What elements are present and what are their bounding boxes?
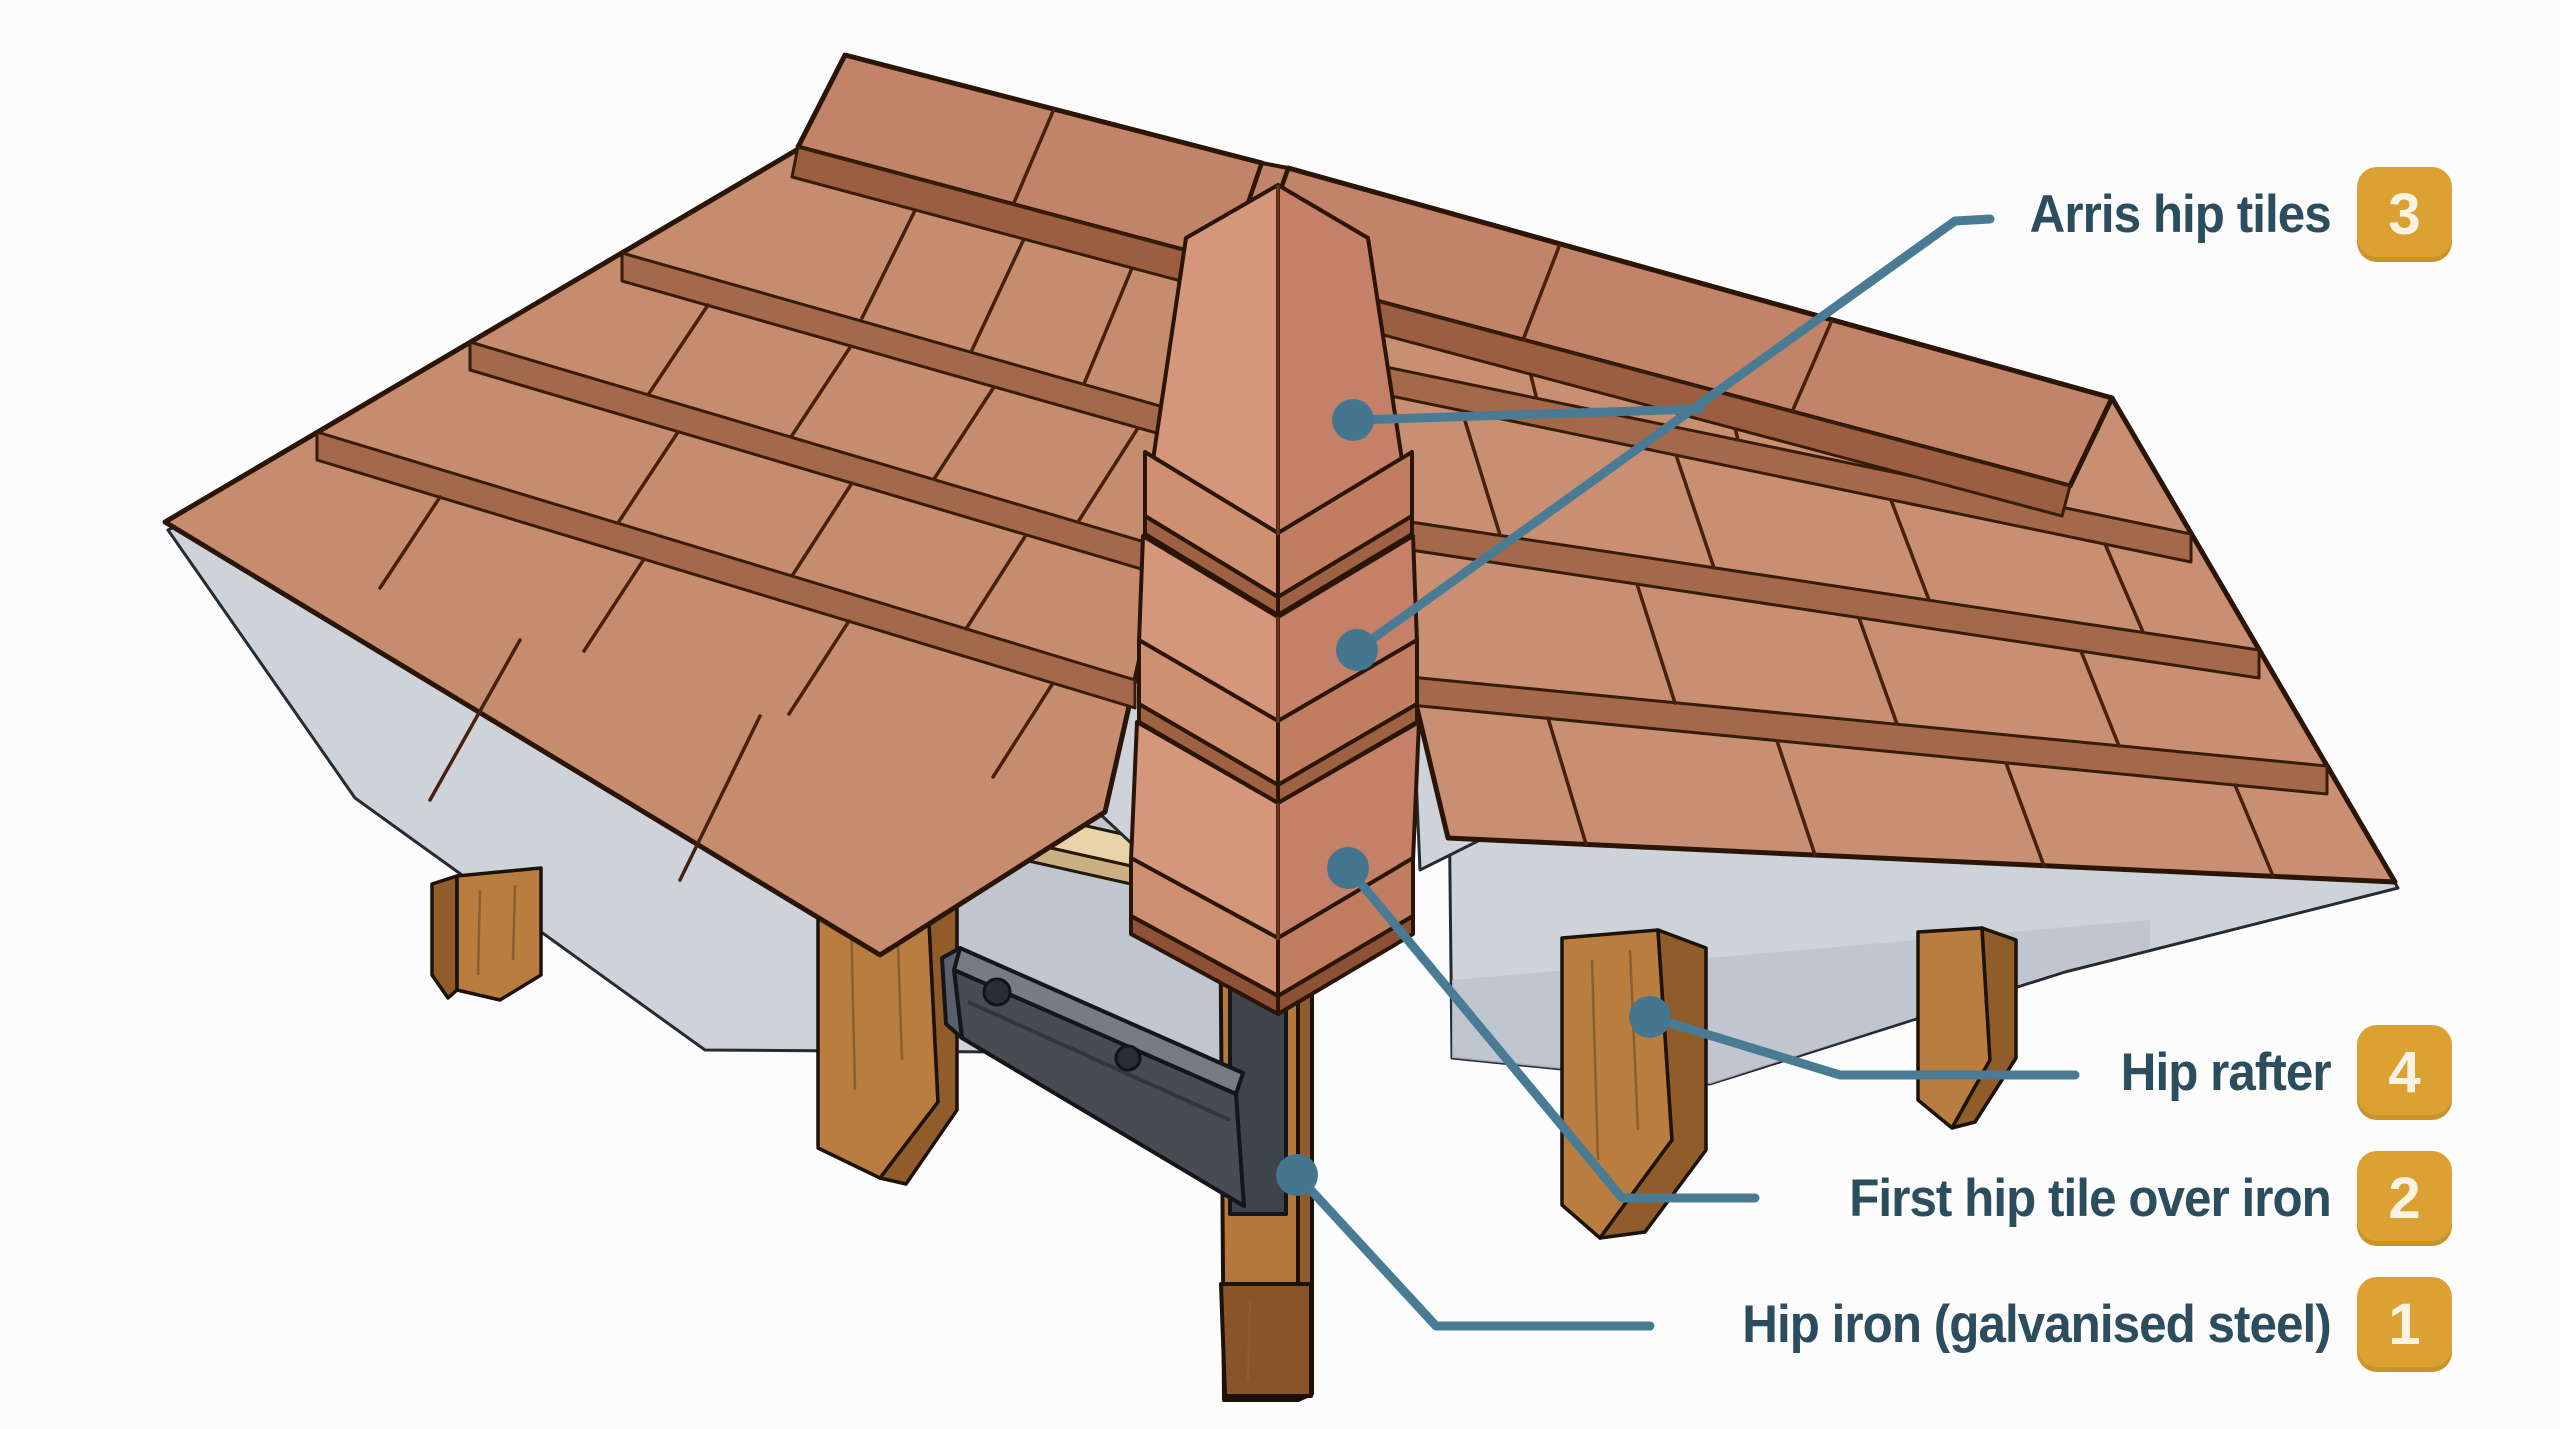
left-course-edges — [315, 251, 1197, 710]
hip-iron-crease — [967, 1000, 1231, 1122]
leader-hip-iron — [1292, 1170, 1655, 1331]
arris-hip-tiles — [1129, 183, 1421, 1016]
callout-label: Hip iron (galvanised steel) — [1742, 1294, 2332, 1354]
hip-tile-1-roll-lip-right — [1276, 514, 1414, 617]
left-course-edge-3 — [315, 430, 1137, 710]
leader-dot-hip-iron — [1276, 1154, 1318, 1196]
leader-arris-branch — [1348, 404, 1705, 425]
right-small-rafter — [1916, 926, 2018, 1130]
leader-dot-first-tile — [1327, 847, 1369, 889]
callout-label: Hip rafter — [2121, 1042, 2332, 1102]
leader-dots — [1276, 399, 1671, 1196]
callout-label: First hip tile over iron — [1849, 1168, 2332, 1228]
left-small-rafter — [430, 866, 543, 1002]
left-ridge-division — [1011, 108, 1056, 206]
hip-iron-bolt-2 — [1114, 1044, 1142, 1072]
roof-plane-left — [162, 52, 1265, 958]
leader-arris-main — [1352, 214, 1995, 655]
right-hip-side-rafter-side — [1598, 928, 1708, 1240]
right-hip-side-rafter — [1560, 928, 1708, 1240]
left-small-rafter-side — [430, 874, 459, 1000]
callout-label: Arris hip tiles — [2029, 184, 2332, 244]
number-badge: 3 — [2357, 166, 2452, 262]
number-badge: 4 — [2357, 1024, 2452, 1120]
leader-hip-rafter — [1645, 1012, 2080, 1080]
hip-tile-3-underside-right — [1276, 914, 1415, 1016]
callout-hip-rafter: Hip rafter 4 — [2105, 1024, 2452, 1120]
roof-plane-right — [1225, 160, 2398, 885]
leader-first-tile — [1343, 863, 1760, 1203]
hip-iron-bolt-1 — [982, 977, 1012, 1007]
leader-dot-arris-upper — [1332, 399, 1374, 441]
number-badge: 1 — [2357, 1276, 2452, 1372]
leader-dot-arris-lower — [1336, 629, 1378, 671]
callout-hip-iron: Hip iron (galvanised steel) 1 — [1698, 1276, 2452, 1372]
hip-rafter-foot — [1219, 1282, 1313, 1398]
right-ridge-divisions — [1521, 243, 1834, 413]
right-hip-side-rafter-grain — [1590, 949, 1640, 1161]
callout-first-hip-tile: First hip tile over iron 2 — [1813, 1150, 2452, 1246]
leader-lines — [1292, 214, 2080, 1331]
right-course-edges — [1331, 354, 2329, 796]
leader-dot-hip-rafter — [1629, 996, 1671, 1038]
hip-iron — [940, 942, 1288, 1216]
number-badge: 2 — [2357, 1150, 2452, 1246]
hip-iron-end-cap — [940, 946, 964, 1040]
left-small-rafter-face — [455, 866, 543, 1002]
callout-arris-hip-tiles: Arris hip tiles 3 — [2007, 166, 2452, 262]
left-small-rafter-grain — [476, 884, 517, 976]
